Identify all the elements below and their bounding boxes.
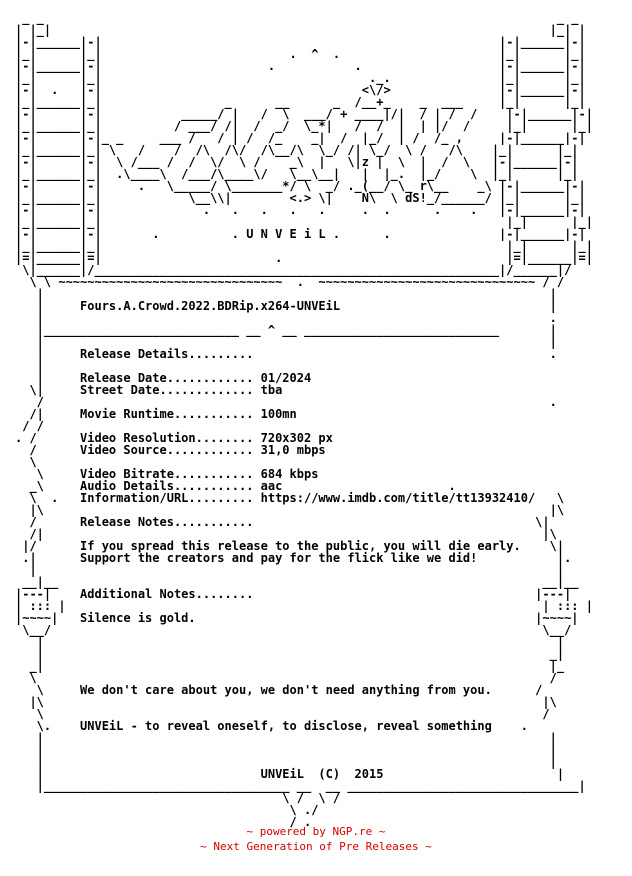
nfo-line: |_|______|_| / ___/ /| / _/ \_*| / / | |… — [15, 119, 593, 133]
nfo-line: |-| |-| . . . . . . . . . |-|______|-| — [15, 203, 586, 217]
nfo-line: _ _ _ _ — [15, 11, 579, 25]
nfo-line: |=|______|=| . |=|______|=| — [15, 251, 593, 265]
nfo-line: \|______|/______________________________… — [15, 263, 579, 277]
nfo-line: \ / — [15, 707, 550, 721]
nfo-line: _| |_ — [15, 659, 565, 673]
nfo-line: | | — [15, 731, 557, 745]
nfo-line: | Release Details......... . — [15, 347, 557, 361]
nfo-line: |_| |_| . ^ . |_| |_| — [15, 47, 586, 61]
nfo-line: | |_| |_| | — [15, 23, 586, 37]
nfo-line: |-|______|-| |-|______|-| — [15, 35, 586, 49]
nfo-line: | | — [15, 635, 565, 649]
nfo-line: .| Support the creators and pay for the … — [15, 551, 572, 565]
nfo-line: / / — [15, 419, 557, 433]
nfo-line: /| Movie Runtime........... 100mn — [15, 407, 557, 421]
nfo-line: \ We don't care about you, we don't need… — [15, 683, 543, 697]
nfo-line: \ \ ~~~~~~~~~~~~~~~~~~~~~~~~~~~~~~~ . ~~… — [15, 275, 565, 289]
nfo-line: \| Street Date............. tba — [15, 383, 557, 397]
footer: ~ powered by NGP.re ~ ~ Next Generation … — [0, 824, 632, 854]
nfo-line: | ::: | | ::: | — [15, 599, 593, 613]
footer-powered-by: ~ powered by NGP.re ~ — [246, 825, 386, 838]
nfo-line: / Release Notes........... \| — [15, 515, 550, 529]
nfo-line: | | — [15, 743, 557, 757]
nfo-line: \ / \ / — [15, 791, 341, 805]
nfo-line: | _| — [15, 647, 565, 661]
nfo-line: /| |\ — [15, 527, 557, 541]
nfo-line: _\ Audio Details........... aac . — [15, 479, 557, 493]
nfo-line: |_| |_| ._. |_| |_| — [15, 71, 586, 85]
nfo-line: | Fours.A.Crowd.2022.BDRip.x264-UNVEiL | — [15, 299, 557, 313]
nfo-line: |/ If you spread this release to the pub… — [15, 539, 565, 553]
nfo-line: \ — [15, 455, 550, 469]
nfo-line: | . — [15, 311, 557, 325]
nfo-line: |-|______|-| . . |-|______|-| — [15, 59, 586, 73]
nfo-line: \ / — [15, 671, 557, 685]
nfo-line: | — [15, 359, 550, 373]
nfo-line: \__/ \__/ — [15, 623, 572, 637]
nfo-line: / . — [15, 395, 557, 409]
nfo-line: |-| . |-| <\/> |-|______|-| — [15, 83, 586, 97]
nfo-line: |\ |\ — [15, 695, 557, 709]
nfo-line: | | — [15, 755, 557, 769]
nfo-line: |-| |-| \ /___ / / \/ \ / _\ | \|z | \ |… — [15, 155, 579, 169]
nfo-line: |_|______|_| \ / / /\ /\/ /\__/\ \_/ /| … — [15, 143, 579, 157]
nfo-line: | | — [15, 563, 565, 577]
nfo-line: |_|______|_| \__\\| <.> \| N\ \ dS!_/___… — [15, 191, 586, 205]
nfo-line: . / Video Resolution........ 720x302 px — [15, 431, 557, 445]
nfo-line: |\ |\ — [15, 503, 565, 517]
nfo-line: \ . Information/URL......... https://www… — [15, 491, 565, 505]
nfo-line: |_|______|_| |_| |_| — [15, 239, 593, 253]
nfo-line: / Video Source............ 31,0 mbps — [15, 443, 557, 457]
nfo-line: \ Video Bitrate........... 684 kbps — [15, 467, 550, 481]
nfo-line: |_|______|_| _ __ _ /__+_ _ ___ |_| |_| — [15, 95, 586, 109]
nfo-line: |___________________________ __ ^ __ ___… — [15, 323, 557, 337]
nfo-line: | UNVEiL (C) 2015 | — [15, 767, 565, 781]
nfo-line: |__________________________________ __ _… — [15, 779, 586, 793]
nfo-line: \ ./ — [15, 803, 319, 817]
nfo-line: | Release Date............ 01/2024 — [15, 371, 550, 385]
nfo-line: |-| |-|_ _ ___ / / | / /_ _| / |_/ | / /… — [15, 131, 586, 145]
nfo-line: |-| |-| _____/ | / \ ___/ + ____|/| / | … — [15, 107, 593, 121]
nfo-line: |~~~~| Silence is gold. |~~~~| — [15, 611, 579, 625]
nfo-line: | | — [15, 335, 557, 349]
nfo-line: |_|______|_| .\____\ /___/\____\/ \__\__… — [15, 167, 579, 181]
nfo-line: | | — [15, 287, 557, 301]
nfo-line: |---| Additional Notes........ |---| — [15, 587, 572, 601]
nfo-line: |-| |-| . \_____/ \_______*/ \ _/ ._(__/… — [15, 179, 586, 193]
nfo-line: \. UNVEiL - to reveal oneself, to disclo… — [15, 719, 528, 733]
nfo-line: / . — [15, 815, 312, 829]
nfo-line: __|__ __|__ — [15, 575, 579, 589]
footer-tagline: ~ Next Generation of Pre Releases ~ — [200, 840, 432, 853]
nfo-line: |_|______|_| |_| |_| — [15, 215, 593, 229]
nfo-line: |-| |-| . . U N V E i L . . |-|______|-| — [15, 227, 586, 241]
nfo-ascii-art: _ _ _ _| |_| |_| ||-|______|-| — [15, 12, 593, 852]
